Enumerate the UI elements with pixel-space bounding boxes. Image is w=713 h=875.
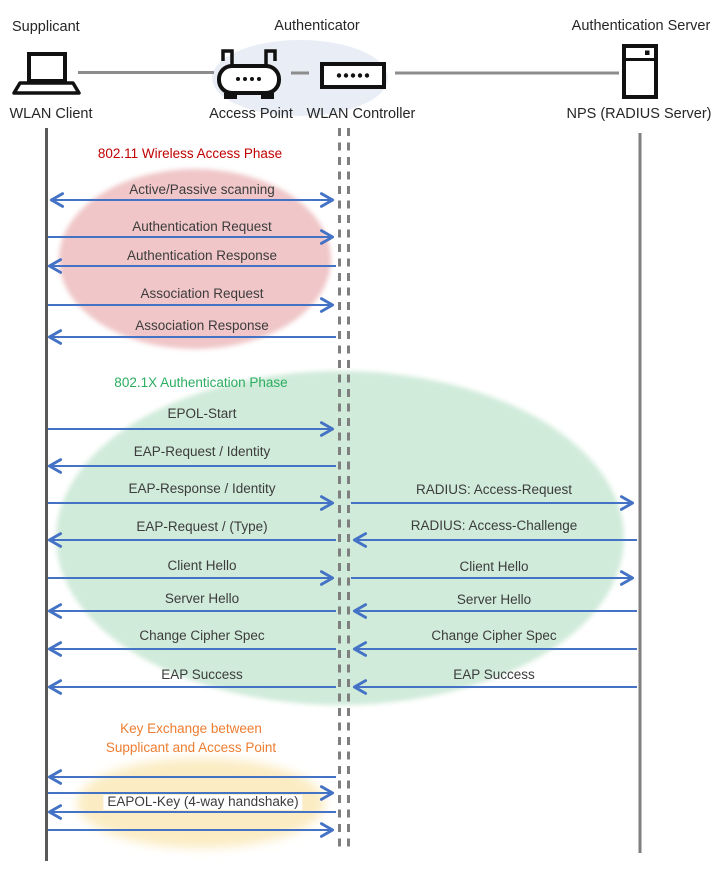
- wlan-controller-icon: [320, 62, 386, 89]
- authenticator-group-ellipse: [212, 40, 388, 116]
- message-label: Association Request: [140, 286, 264, 301]
- authenticator-role-label: Authenticator: [274, 18, 360, 34]
- message-label: EAP-Request / (Type): [136, 519, 268, 534]
- laptop-icon: [12, 52, 81, 95]
- message-label: Association Response: [135, 318, 269, 333]
- message-label: Client Hello: [167, 558, 237, 573]
- message-label: EPOL-Start: [167, 406, 237, 421]
- message-label: Server Hello: [164, 591, 240, 606]
- wlan-client-label: WLAN Client: [9, 106, 93, 122]
- lifelines: [45, 128, 642, 861]
- message-label: Authentication Request: [132, 219, 272, 234]
- message-label: Server Hello: [456, 592, 532, 607]
- nps-label: NPS (RADIUS Server): [566, 106, 712, 122]
- message-label: Change Cipher Spec: [431, 628, 557, 643]
- wireless-phase-title: 802.11 Wireless Access Phase: [97, 146, 283, 161]
- server-icon: [622, 44, 658, 99]
- key-exchange-title-line2: Supplicant and Access Point: [105, 740, 277, 755]
- server-role-label: Authentication Server: [571, 18, 711, 34]
- message-label: RADIUS: Access-Challenge: [410, 518, 578, 533]
- message-label: Active/Passive scanning: [129, 182, 275, 197]
- wireless-access-point-icon: [217, 49, 281, 99]
- message-label: EAPOL-Key (4-way handshake): [103, 794, 303, 810]
- message-arrows: [47, 192, 637, 838]
- message-label: EAP-Request / Identity: [133, 444, 271, 459]
- message-label: RADIUS: Access-Request: [415, 482, 573, 497]
- key-exchange-title-line1: Key Exchange between: [120, 721, 262, 736]
- message-label: Change Cipher Spec: [139, 628, 265, 643]
- device-connectors: [78, 71, 619, 75]
- wlan-controller-label: WLAN Controller: [306, 106, 416, 122]
- supplicant-role-label: Supplicant: [12, 19, 80, 35]
- dot1x-phase-title: 802.1X Authentication Phase: [114, 375, 288, 390]
- message-label: EAP Success: [453, 667, 535, 682]
- message-label: Authentication Response: [126, 248, 278, 263]
- message-label: EAP Success: [161, 667, 243, 682]
- message-label: Client Hello: [459, 559, 529, 574]
- access-point-label: Access Point: [209, 106, 293, 122]
- message-label: EAP-Response / Identity: [128, 481, 276, 496]
